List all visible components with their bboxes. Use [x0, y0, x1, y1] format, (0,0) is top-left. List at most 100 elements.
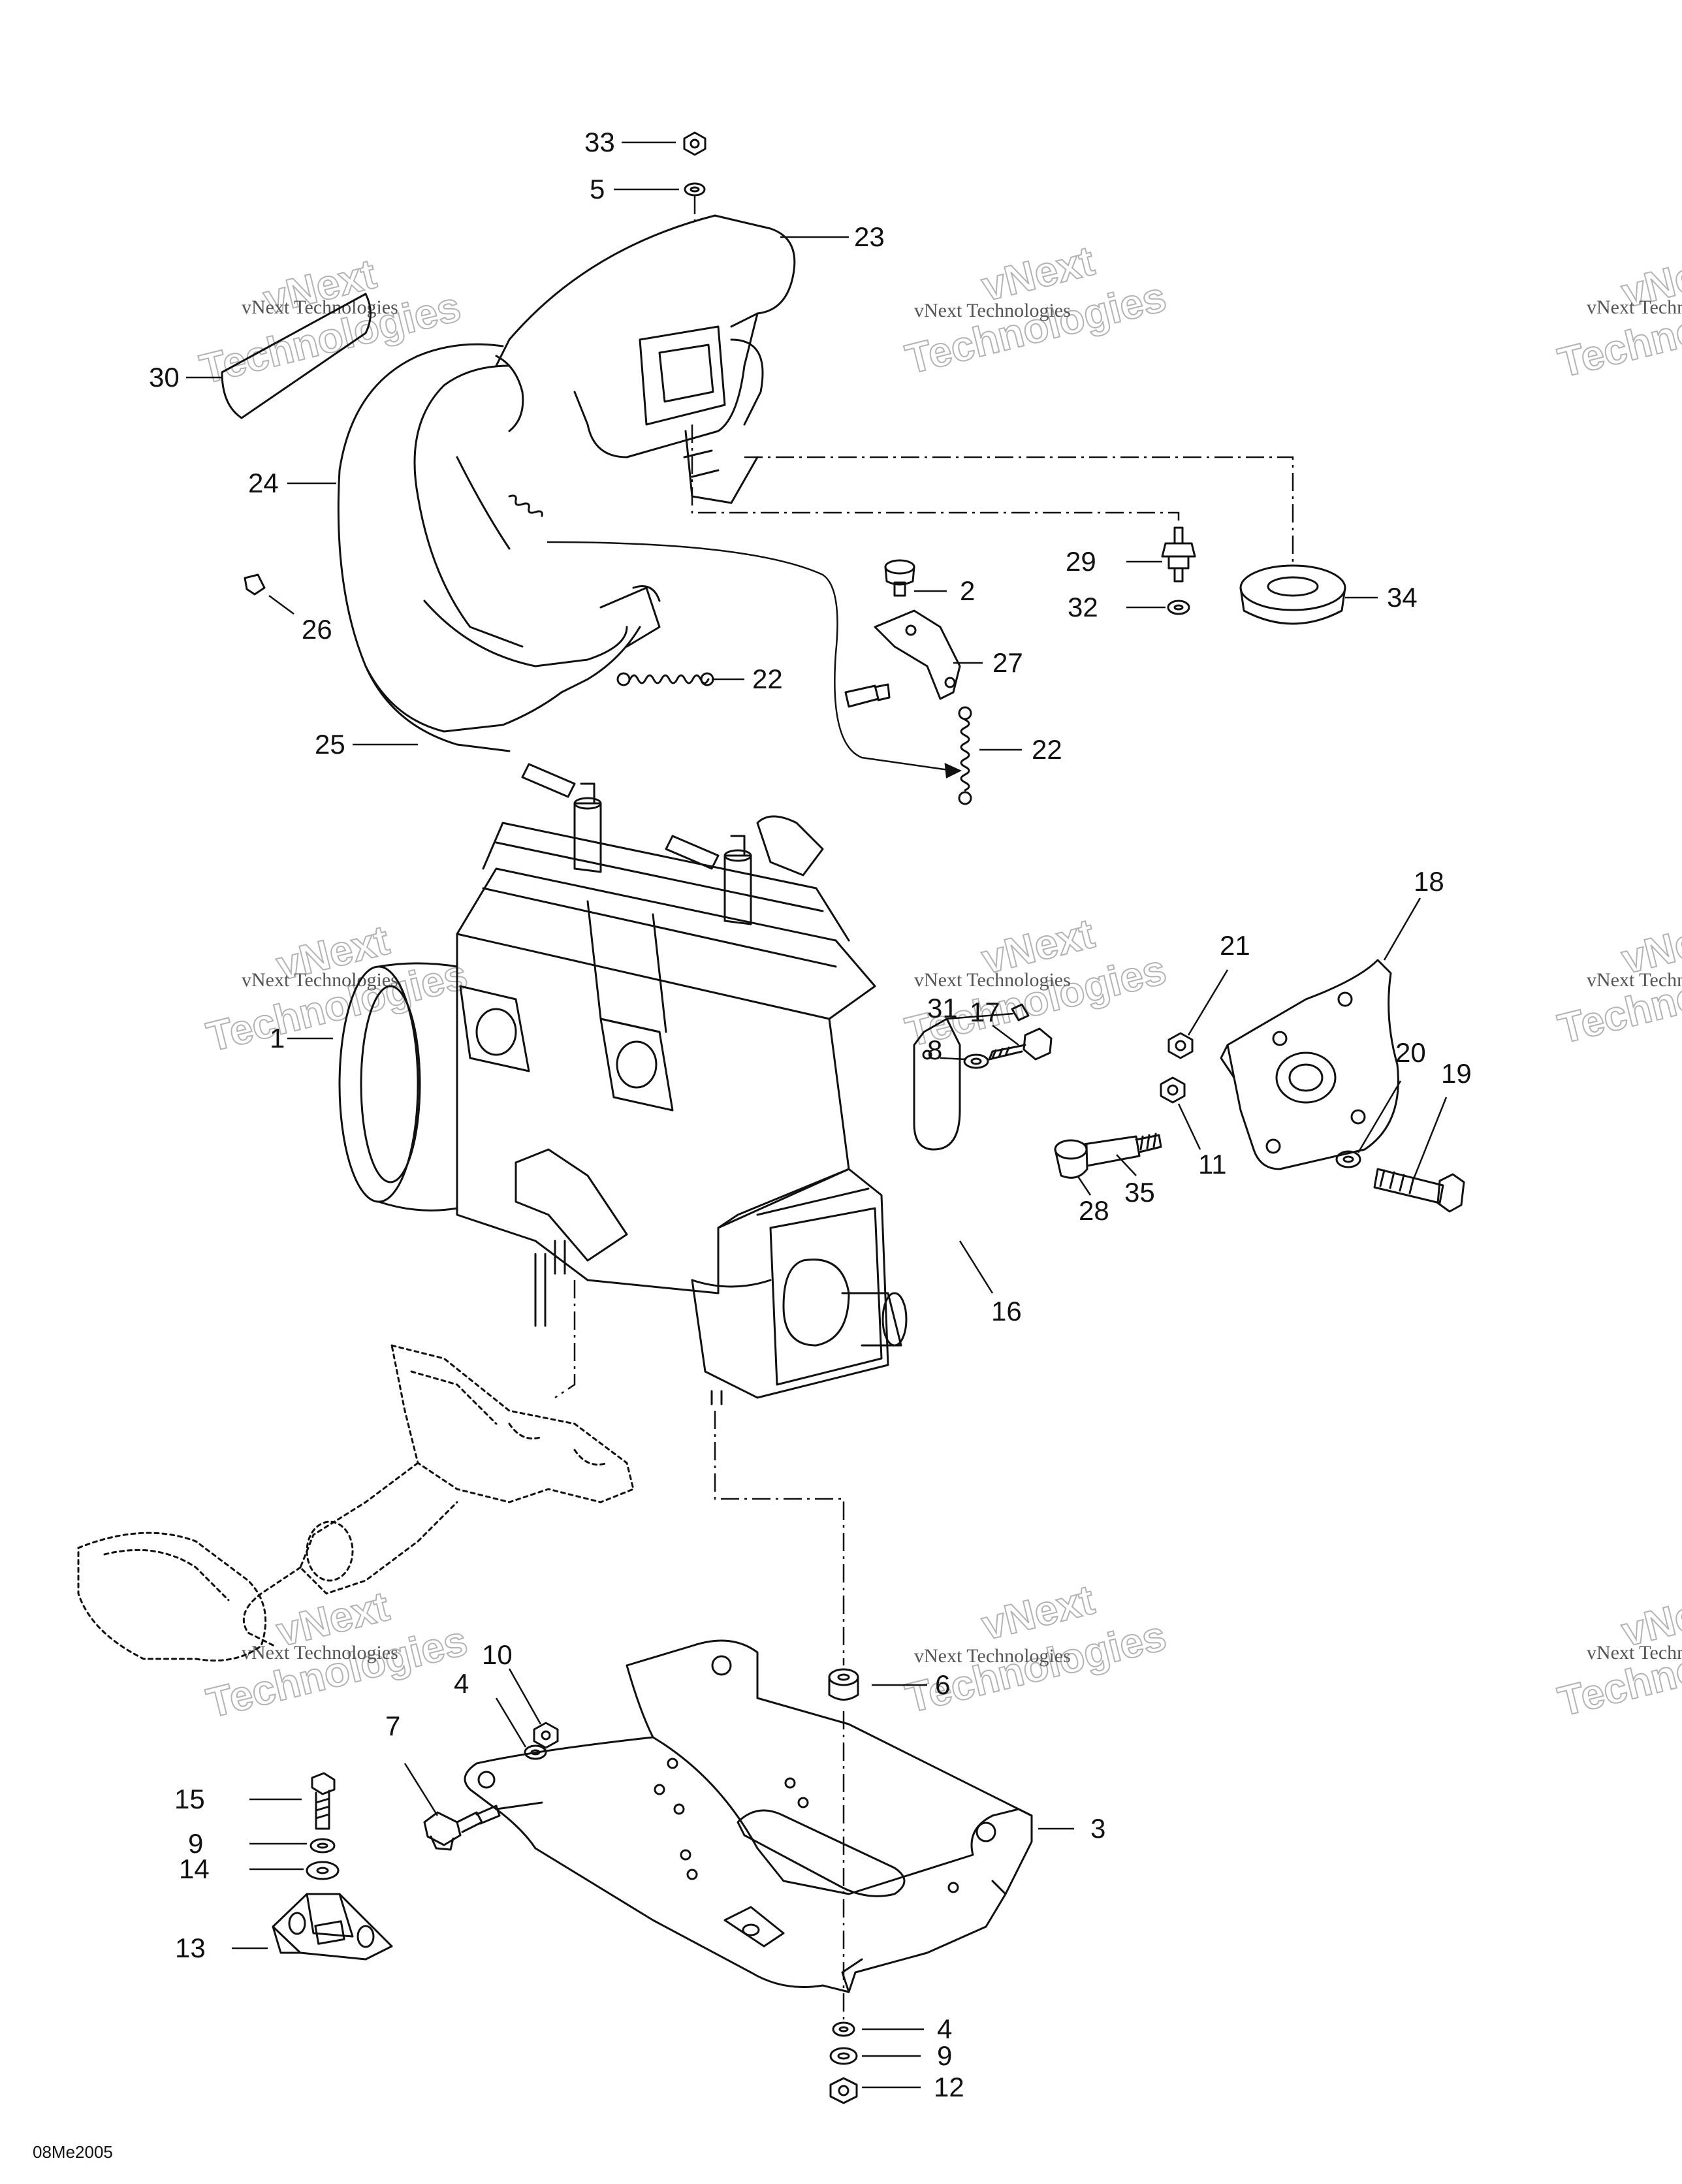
- centerline-muffler-to-mount: [691, 425, 1180, 522]
- leader-26: [268, 594, 294, 615]
- bracket-27-drawing: [844, 609, 961, 708]
- callout-12[interactable]: 12: [934, 2072, 964, 2102]
- callout-25[interactable]: 25: [315, 729, 345, 760]
- washer-8-drawing: [963, 1053, 989, 1069]
- centerline-engine-to-support: [714, 1411, 845, 1665]
- spring-small-drawing: [508, 494, 543, 517]
- watermark-small: vNext Technologies: [914, 969, 1071, 991]
- callout-29[interactable]: 29: [1066, 546, 1096, 577]
- callout-4-bottom[interactable]: 4: [937, 2014, 952, 2044]
- callout-labels: 33 5 23 30 24 26 22 25 2 27 22 29 32 34 …: [149, 127, 1472, 2102]
- callout-18[interactable]: 18: [1414, 866, 1444, 897]
- leader-31: [946, 1012, 1014, 1020]
- callout-30[interactable]: 30: [149, 362, 180, 393]
- bracket-18-drawing: [1220, 959, 1399, 1170]
- cap-2-drawing: [884, 559, 915, 597]
- exhaust-pipe-24-25-drawing: [337, 343, 661, 752]
- callout-35[interactable]: 35: [1124, 1177, 1155, 1208]
- nut-10-drawing: [533, 1722, 559, 1749]
- callout-3[interactable]: 3: [1090, 1813, 1105, 1844]
- leader-19: [1412, 1097, 1448, 1180]
- leader-20: [1357, 1080, 1402, 1153]
- spring-22-b-drawing: [958, 706, 972, 805]
- heat-shield-30-drawing: [221, 293, 372, 419]
- bolt-19-drawing: [1373, 1168, 1465, 1213]
- assembly-lines: [554, 196, 1294, 2021]
- callout-24[interactable]: 24: [248, 468, 279, 498]
- stud-28-35-drawing: [1054, 1132, 1162, 1179]
- callout-32[interactable]: 32: [1068, 592, 1098, 622]
- callout-26[interactable]: 26: [302, 614, 332, 645]
- callout-9-bottom[interactable]: 9: [937, 2040, 952, 2071]
- washer-4-bottom-drawing: [832, 2021, 855, 2037]
- centerline-engine-to-manifold: [554, 1280, 576, 1399]
- bolt-17-drawing: [988, 1027, 1053, 1061]
- leader-11: [1177, 1103, 1201, 1150]
- watermark-small: vNext Technologies: [242, 969, 398, 991]
- callout-1[interactable]: 1: [270, 1023, 285, 1053]
- watermark-small: vNext Technologies: [1587, 297, 1682, 318]
- callout-14[interactable]: 14: [179, 1854, 210, 1884]
- callout-21[interactable]: 21: [1220, 930, 1250, 961]
- engine-1-drawing: [338, 763, 908, 1405]
- leader-21: [1187, 969, 1229, 1036]
- callout-7[interactable]: 7: [385, 1710, 400, 1741]
- callout-19[interactable]: 19: [1441, 1058, 1472, 1089]
- watermark-small: vNext Technologies: [242, 1642, 398, 1663]
- nut-32-drawing: [1167, 600, 1190, 615]
- callout-16[interactable]: 16: [991, 1296, 1022, 1326]
- callout-33[interactable]: 33: [584, 127, 615, 157]
- callout-4-top[interactable]: 4: [454, 1668, 469, 1699]
- callout-28[interactable]: 28: [1079, 1195, 1109, 1226]
- leader-17: [992, 1025, 1019, 1046]
- watermark-small: vNext Technologies: [1587, 1642, 1682, 1663]
- leader-28: [1076, 1175, 1092, 1196]
- callout-8[interactable]: 8: [927, 1035, 942, 1065]
- leader-4-top: [495, 1697, 527, 1748]
- leader-16: [959, 1240, 994, 1294]
- leader-8: [940, 1057, 967, 1061]
- callout-23[interactable]: 23: [854, 221, 885, 252]
- callout-27[interactable]: 27: [992, 647, 1023, 678]
- watermark-low-mid: vNext Technologies: [900, 1575, 1171, 1723]
- spring-22-a-drawing: [616, 672, 714, 686]
- leader-18: [1383, 897, 1421, 961]
- washer-5-top-drawing: [684, 182, 706, 197]
- nut-33-drawing: [683, 131, 706, 156]
- muffler-23-drawing: [495, 214, 796, 504]
- callout-9-left[interactable]: 9: [188, 1828, 203, 1859]
- spacer-6-drawing: [828, 1668, 859, 1701]
- callout-10[interactable]: 10: [482, 1639, 513, 1670]
- washer-9-left-drawing: [309, 1838, 336, 1854]
- callout-17[interactable]: 17: [970, 997, 1000, 1027]
- callout-13[interactable]: 13: [175, 1933, 206, 1963]
- washer-20-drawing: [1335, 1150, 1361, 1168]
- cover-16-drawing: [913, 1018, 961, 1151]
- centerline-muffler-to-grommet: [744, 456, 1294, 562]
- callout-34[interactable]: 34: [1387, 582, 1418, 613]
- clip-26-drawing: [244, 573, 266, 596]
- callout-15[interactable]: 15: [174, 1784, 205, 1814]
- washer-9-bottom-drawing: [829, 2047, 858, 2065]
- mount-29-drawing: [1161, 526, 1196, 583]
- callout-5-top[interactable]: 5: [590, 174, 605, 204]
- bracket-13-drawing: [272, 1893, 393, 1961]
- callout-31[interactable]: 31: [927, 993, 958, 1023]
- callout-6[interactable]: 6: [935, 1669, 950, 1700]
- manifold-ghost-drawing: [77, 1344, 635, 1662]
- diagram-code: 08Me2005: [33, 2142, 113, 2162]
- callout-2[interactable]: 2: [960, 575, 975, 606]
- leader-10: [508, 1668, 542, 1725]
- callout-11[interactable]: 11: [1198, 1149, 1227, 1180]
- nut-21-drawing: [1167, 1032, 1194, 1059]
- leader-lines: [186, 141, 1448, 2089]
- callout-22-b[interactable]: 22: [1032, 734, 1062, 765]
- nut-12-drawing: [829, 2077, 858, 2104]
- callout-20[interactable]: 20: [1395, 1037, 1426, 1068]
- watermark-small: vNext Technologies: [1587, 969, 1682, 991]
- leader-35: [1116, 1154, 1137, 1176]
- callout-22-a[interactable]: 22: [752, 664, 783, 694]
- watermark-small: vNext Technologies: [242, 297, 398, 318]
- engine-support-3-drawing: [464, 1639, 1033, 1993]
